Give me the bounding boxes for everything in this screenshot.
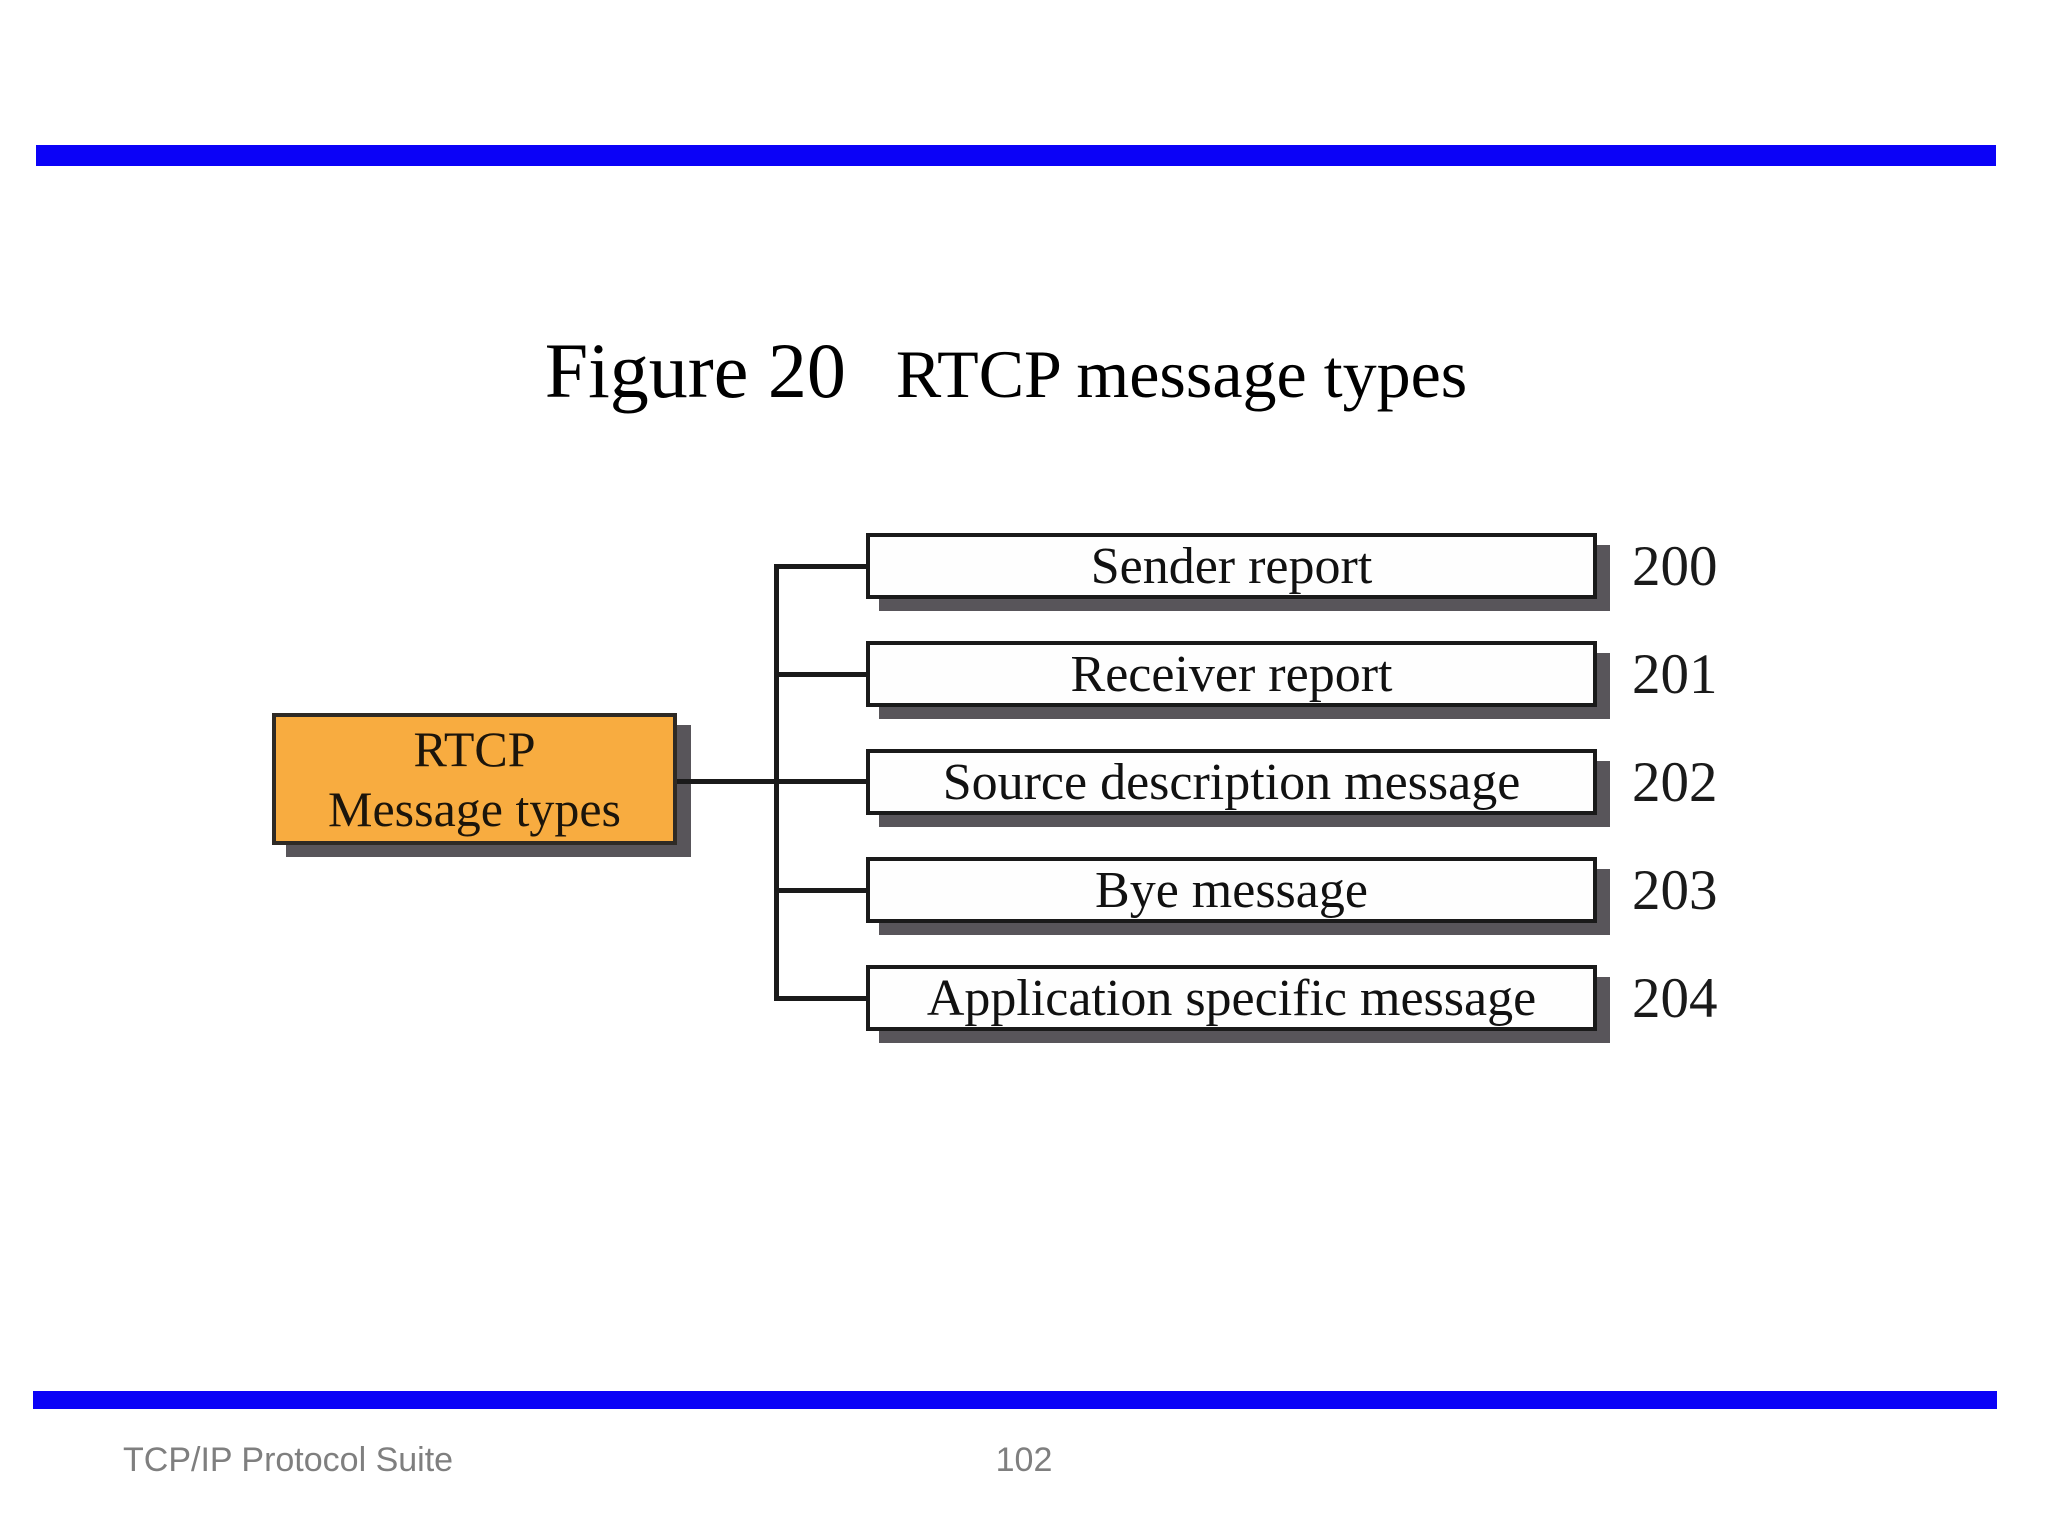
message-box-application-specific: Application specific message: [866, 965, 1597, 1031]
connector-branch-receiver-report: [776, 672, 868, 677]
root-box-line2: Message types: [328, 781, 621, 837]
bottom-divider-bar: [33, 1391, 1997, 1409]
top-divider-bar: [36, 145, 1996, 166]
root-box-line1: RTCP: [413, 721, 536, 777]
message-code-202: 202: [1632, 750, 1718, 814]
connector-branch-sender-report: [776, 564, 868, 569]
figure-caption: RTCP message types: [895, 336, 1468, 412]
message-code-204: 204: [1632, 966, 1718, 1030]
footer-book-title: TCP/IP Protocol Suite: [123, 1441, 454, 1479]
page-number: 102: [995, 1441, 1053, 1479]
connector-branch-bye-message: [776, 888, 868, 893]
message-code-200: 200: [1632, 534, 1718, 598]
message-box-bye-message: Bye message: [866, 857, 1597, 923]
figure-title: Figure 20 RTCP message types: [0, 328, 2030, 417]
message-code-201: 201: [1632, 642, 1718, 706]
message-box-sender-report: Sender report: [866, 533, 1597, 599]
message-box-receiver-report: Receiver report: [866, 641, 1597, 707]
connector-branch-application-specific: [776, 996, 868, 1001]
message-box-source-description: Source description message: [866, 749, 1597, 815]
figure-number: Figure 20: [544, 327, 846, 414]
rtcp-root-box: RTCP Message types: [272, 713, 677, 845]
connector-branch-source-description: [776, 779, 868, 784]
message-code-203: 203: [1632, 858, 1718, 922]
connector-stem: [677, 779, 779, 784]
